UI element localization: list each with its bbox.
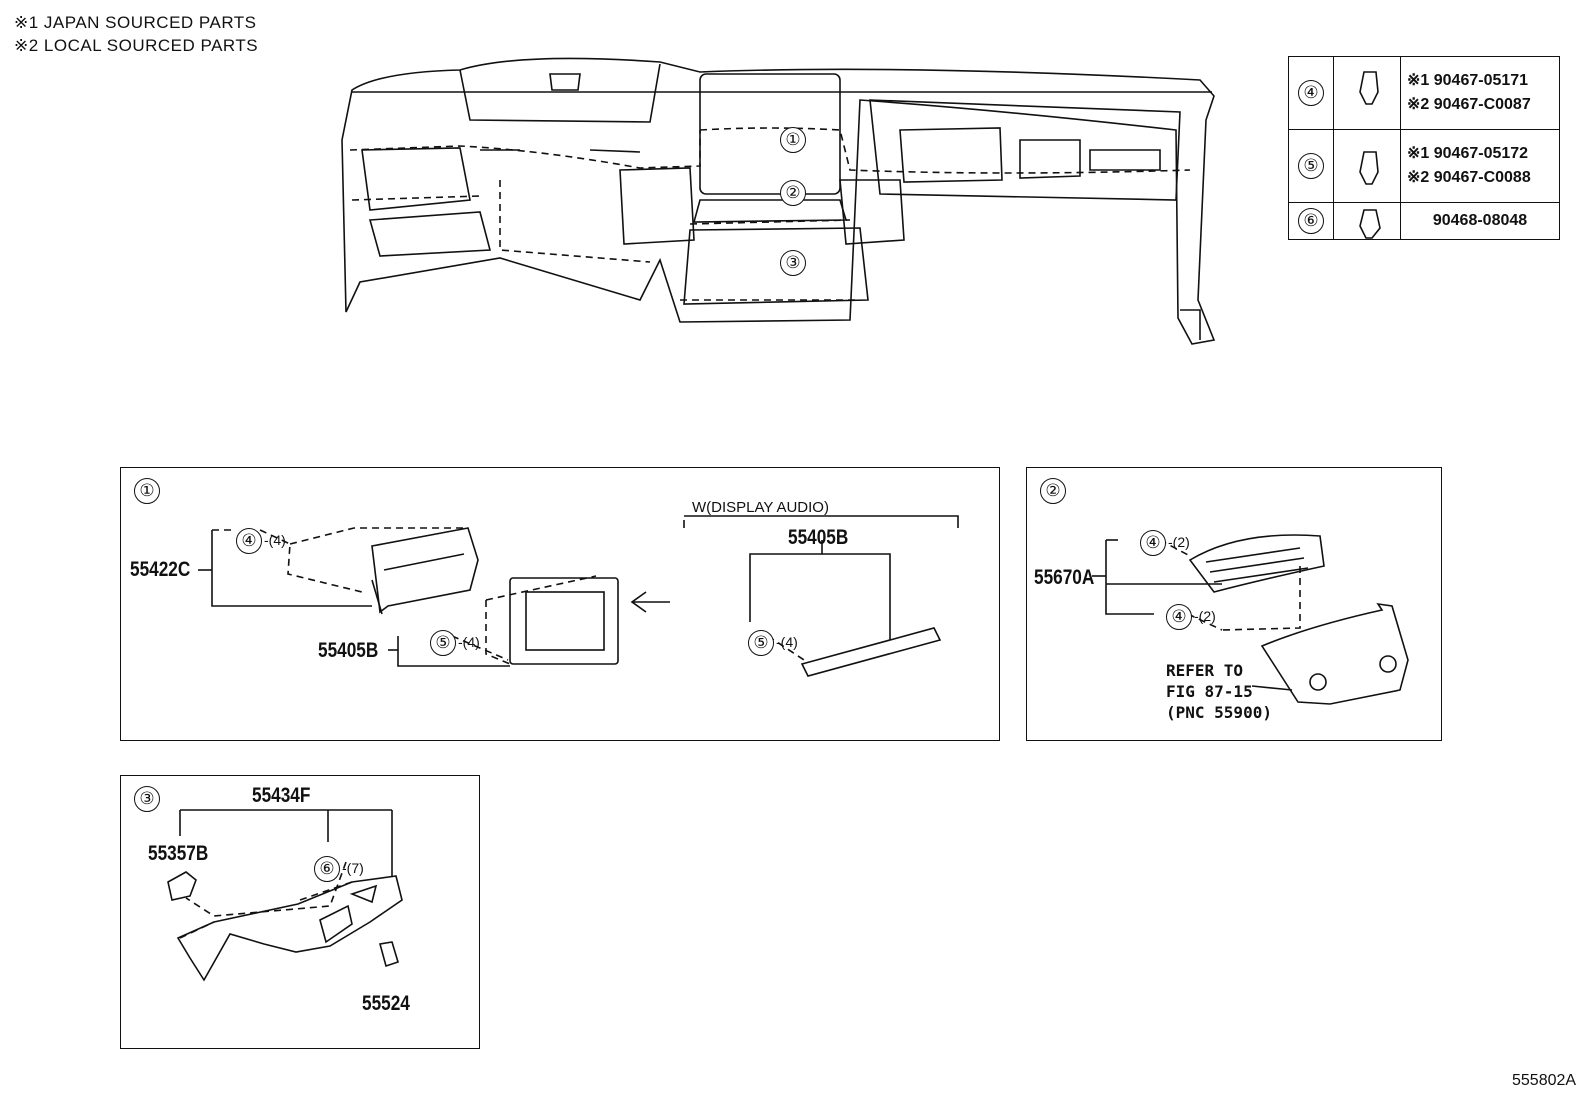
center-vent-drawing (1188, 534, 1325, 593)
clip-6-code: 90468-08048 (1432, 212, 1528, 229)
clip-table: ④ ※1 90467-05171 ※2 90467-C0087 ⑤ ※1 9046… (1288, 56, 1560, 240)
instrument-panel-drawing (341, 57, 1216, 345)
clip-row-4: ④ ※1 90467-05171 ※2 90467-C0087 (1288, 56, 1560, 130)
clip-row-5: ⑤ ※1 90467-05172 ※2 90467-C0088 (1288, 129, 1560, 203)
part-55524-label[interactable]: 55524 (362, 992, 410, 1015)
refer-to-note[interactable]: REFER TO FIG 87-15 (PNC 55900) (1166, 660, 1272, 723)
clip-key-6: ⑥ (1298, 208, 1324, 234)
part-55670a-label[interactable]: 55670A (1034, 566, 1095, 589)
part-55405b-label-left[interactable]: 55405B (318, 639, 379, 662)
panel-2-index: ② (1040, 478, 1066, 504)
panel-1-index: ① (134, 478, 160, 504)
trim-strip-drawing (800, 627, 942, 677)
clip-4-code-japan: ※1 90467-05171 (1407, 72, 1529, 89)
display-bezel-drawing (509, 577, 619, 665)
refer-line-2: FIG 87-15 (1166, 682, 1253, 701)
panel-1-clip-5b-callout[interactable]: ⑤ (748, 630, 774, 656)
bracket-55357b-drawing (167, 871, 197, 901)
refer-line-1: REFER TO (1166, 661, 1244, 680)
variant-display-audio: W(DISPLAY AUDIO) (692, 499, 829, 516)
detail-panel-1 (120, 467, 1000, 741)
clip-5-code-local: ※2 90467-C0088 (1407, 169, 1531, 186)
note-japan-sourced: ※1 JAPAN SOURCED PARTS (14, 13, 257, 32)
clip-4-icon (1333, 56, 1401, 130)
clip-6-icon (1333, 202, 1401, 240)
panel-2-clip-4b-qty: -(2) (1194, 608, 1216, 624)
clip-5-icon (1333, 129, 1401, 203)
refer-line-3: (PNC 55900) (1166, 703, 1272, 722)
clip-4-code-local: ※2 90467-C0087 (1407, 96, 1531, 113)
part-55405b-label-right[interactable]: 55405B (788, 526, 849, 549)
panel-3-index: ③ (134, 786, 160, 812)
overview-callout-1[interactable]: ① (780, 127, 806, 153)
clip-5-code-japan: ※1 90467-05172 (1407, 145, 1529, 162)
panel-3-clip-6-qty: -(7) (342, 860, 364, 876)
figure-id: 555802A (1512, 1072, 1577, 1089)
panel-2-clip-4a-callout[interactable]: ④ (1140, 530, 1166, 556)
note-local-sourced: ※2 LOCAL SOURCED PARTS (14, 36, 259, 55)
panel-1-clip-5-qty: -(4) (458, 634, 480, 650)
clip-key-5: ⑤ (1298, 153, 1324, 179)
panel-1-clip-4-qty: -(4) (264, 532, 286, 548)
part-55422c-label[interactable]: 55422C (130, 558, 191, 581)
detail-panel-3 (120, 775, 480, 1049)
arrow-left-icon (630, 591, 670, 613)
clip-row-6: ⑥ 90468-08048 (1288, 202, 1560, 240)
panel-1-clip-5-callout[interactable]: ⑤ (430, 630, 456, 656)
center-cluster-trim-drawing (1260, 602, 1409, 705)
bezel-bracket-drawing (371, 527, 479, 615)
part-55434f-label[interactable]: 55434F (252, 784, 311, 807)
clip-key-4: ④ (1298, 80, 1324, 106)
panel-1-clip-5b-qty: -(4) (776, 634, 798, 650)
lower-center-panel-drawing (176, 875, 403, 982)
panel-2-clip-4b-callout[interactable]: ④ (1166, 604, 1192, 630)
panel-2-clip-4a-qty: -(2) (1168, 534, 1190, 550)
part-55357b-label[interactable]: 55357B (148, 842, 209, 865)
detail-panel-2 (1026, 467, 1442, 741)
clip-55524-drawing (378, 941, 399, 968)
panel-3-clip-6-callout[interactable]: ⑥ (314, 856, 340, 882)
overview-callout-3[interactable]: ③ (780, 250, 806, 276)
overview-callout-2[interactable]: ② (780, 180, 806, 206)
panel-1-clip-4-callout[interactable]: ④ (236, 528, 262, 554)
